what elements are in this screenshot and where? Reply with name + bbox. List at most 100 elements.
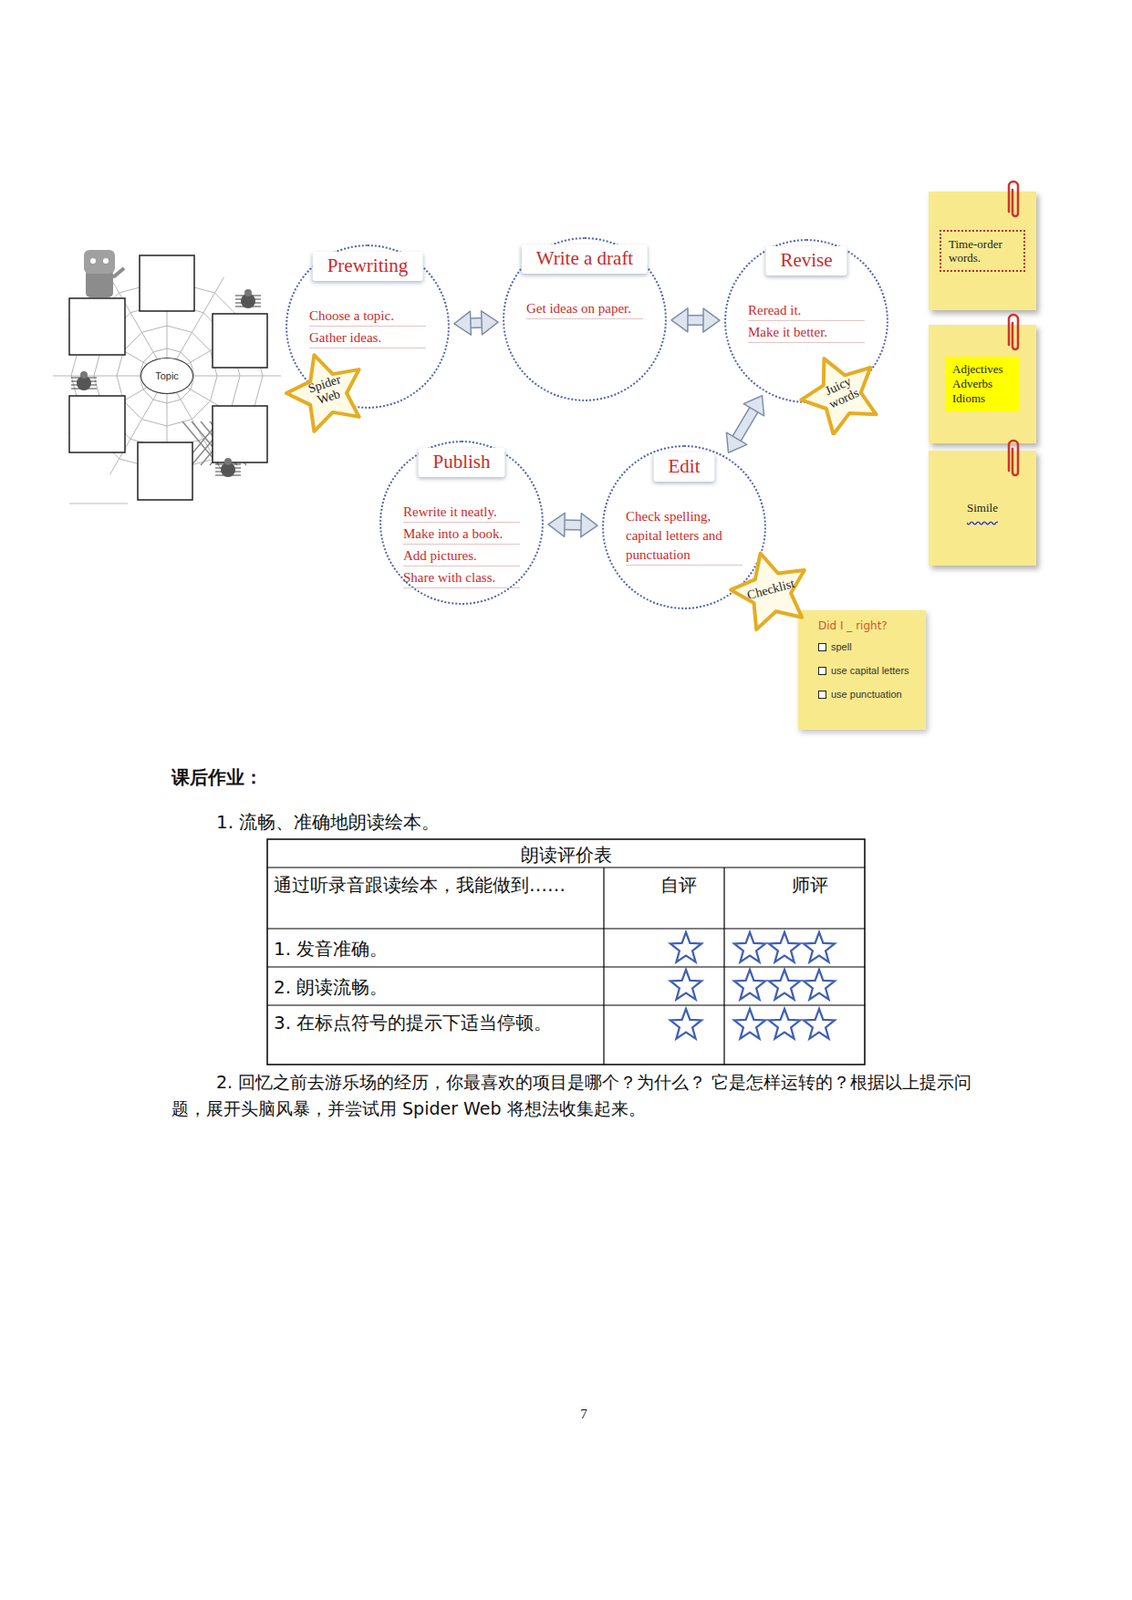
rating-star [670, 969, 702, 1000]
step-text: Reread it. [747, 301, 865, 322]
figure-eye [90, 258, 96, 264]
table-rule [267, 1004, 865, 1006]
table-cell: 师评 [791, 872, 862, 898]
checklist-item: use capital letters [818, 664, 919, 676]
table-rule [602, 867, 604, 1065]
table-rule [723, 867, 725, 1065]
step-body: Check spelling, capital letters and punc… [603, 507, 765, 568]
arrow-shaft-outline [562, 519, 583, 530]
spider-head [244, 289, 252, 297]
table-rule [267, 866, 865, 868]
checklist-item: use punctuation [818, 688, 919, 700]
caption-rule [69, 503, 128, 505]
star-badge: Spider Web [283, 347, 370, 434]
figure-arm [113, 268, 125, 278]
step-heading: Prewriting [312, 251, 424, 281]
double-arrow [548, 512, 598, 537]
arrow-shaft [685, 315, 706, 324]
arrow-shaft-outline [736, 407, 756, 440]
empty-box [212, 313, 268, 368]
step-heading: Edit [654, 452, 716, 482]
spider-head [80, 371, 88, 379]
rating-star [734, 1008, 766, 1039]
step-text: Get ideas on paper. [526, 299, 644, 320]
rating-star [803, 1008, 835, 1039]
arrow-shaft [736, 407, 756, 440]
note-text: Time-order words. [939, 229, 1026, 272]
step-body: Rewrite it neatly.Make into a book.Add p… [381, 502, 542, 591]
step-text: Gather ideas. [309, 328, 426, 349]
checklist-heading: Did I _ right? [818, 619, 919, 633]
empty-box [69, 395, 125, 453]
star-outline [286, 354, 360, 432]
web-ring [139, 348, 195, 404]
table-border [267, 839, 865, 1065]
note-text: Simile [966, 500, 998, 516]
step-text: Make it better. [747, 322, 865, 343]
web-ring [116, 325, 218, 426]
double-arrow [726, 395, 764, 454]
arrow-head [581, 513, 598, 538]
table-rule [267, 927, 865, 929]
arrow-head [726, 432, 747, 453]
step-text: Choose a topic. [309, 306, 426, 327]
table-cell: 通过听录音跟读绘本，我能做到…… [273, 871, 599, 899]
clip-wire [1008, 181, 1018, 217]
star-badge: Checklist [727, 546, 814, 633]
body-text: 2. 回忆之前去游乐场的经历，你最喜欢的项目是哪个？为什么？ 它是怎样运转的？根… [171, 1069, 975, 1122]
empty-box [69, 298, 125, 355]
paper-clip [1003, 178, 1024, 219]
sticky-note: Adjectives Adverbs Idioms [928, 324, 1037, 444]
arrow-head [548, 512, 565, 537]
step-heading: Revise [765, 246, 847, 276]
process-circle: PublishRewrite it neatly.Make into a boo… [379, 440, 544, 605]
rating-star [734, 969, 766, 1000]
rating-star [670, 932, 702, 963]
rating-star [768, 969, 800, 1000]
star-outline [730, 553, 805, 631]
topic-oval: Topic [140, 357, 194, 395]
empty-box [137, 442, 193, 500]
table-rule [267, 965, 865, 967]
arrow-head [454, 311, 472, 335]
arrow-head [671, 308, 688, 333]
figure-body [85, 270, 114, 298]
step-heading: Write a draft [521, 244, 648, 274]
step-text: Share with class. [403, 568, 520, 589]
step-text: Rewrite it neatly. [403, 502, 520, 523]
paper-clip [1003, 311, 1024, 353]
table-cell: 1. 发音准确。 [273, 935, 599, 962]
rating-star [670, 1008, 702, 1039]
double-arrow [671, 308, 720, 333]
figure-head [83, 249, 115, 274]
empty-box [139, 255, 195, 312]
step-heading: Publish [417, 447, 505, 478]
empty-box [212, 405, 268, 463]
topic-text: Topic [155, 370, 179, 382]
star-badge: Juicy words [798, 349, 884, 436]
figure-eye [103, 258, 109, 264]
table-cell: 朗读评价表 [267, 841, 865, 868]
checklist-note: Did I _ right?spelluse capital lettersus… [798, 610, 926, 730]
rating-star [734, 932, 766, 963]
arrow-shaft [562, 520, 583, 530]
arrow-head [481, 311, 499, 335]
table-cell: 3. 在标点符号的提示下适当停顿。 [273, 1008, 599, 1037]
star-outline [800, 358, 876, 435]
table-cell: 2. 朗读流畅。 [273, 974, 599, 1000]
rating-star [803, 932, 835, 963]
spider-head [224, 457, 232, 466]
rating-star [768, 1008, 800, 1039]
body-text: 1. 流畅、准确地朗读绘本。 [216, 809, 764, 835]
rating-star [768, 932, 800, 963]
step-text: Make into a book. [403, 524, 520, 545]
paper-clip [1003, 437, 1024, 478]
step-body: Reread it.Make it better. [726, 301, 887, 345]
clip-wire [1008, 314, 1018, 350]
sticky-note: Time-order words. [928, 191, 1037, 311]
table-cell: 自评 [660, 872, 721, 898]
arrow-head [743, 395, 764, 416]
step-body: Get ideas on paper. [504, 299, 665, 322]
arrow-head [703, 308, 720, 333]
